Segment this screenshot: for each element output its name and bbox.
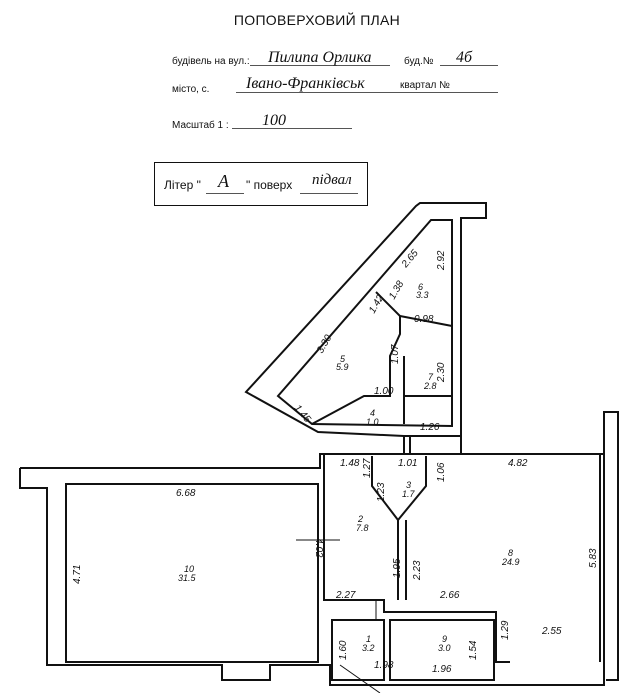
room-number: 8 — [508, 548, 513, 558]
dim-label: 2.23 — [412, 560, 423, 581]
scale-label: Масштаб 1 : — [172, 120, 229, 131]
dim-label: 1.38 — [387, 279, 406, 302]
room-10-walls — [65, 483, 319, 663]
dim-label: 1.42 — [367, 293, 386, 316]
room-number: 7 — [428, 372, 434, 382]
stair-mark — [339, 664, 381, 693]
dim-label: 3.30 — [315, 333, 334, 356]
city-value: Івано-Франківськ — [246, 75, 365, 92]
dim-label: 1.96 — [432, 664, 452, 675]
floor-underline — [300, 192, 358, 194]
room-area: 1.0 — [366, 417, 379, 427]
litera-value: А — [218, 171, 229, 191]
city-underline — [236, 91, 498, 93]
dim-label: 1.23 — [376, 482, 387, 502]
litera-floor-label: " поверх — [246, 178, 293, 192]
dim-label: 1.26 — [420, 422, 440, 433]
dim-label: 5.83 — [588, 548, 599, 568]
scale-value: 100 — [262, 112, 286, 129]
building-label: буд.№ — [404, 56, 434, 67]
room-area: 1.7 — [402, 489, 416, 499]
room-area: 3.0 — [438, 643, 451, 653]
street-value: Пилипа Орлика — [268, 49, 372, 66]
scale-underline — [232, 127, 352, 129]
dim-label: 2.92 — [436, 250, 447, 271]
dim-label: 1.98 — [374, 660, 394, 671]
block-label: квартал № — [400, 80, 450, 91]
building-underline — [440, 64, 498, 66]
dim-label: 1.06 — [436, 462, 447, 482]
room-area: 5.9 — [336, 362, 349, 372]
dim-label: 1.00 — [374, 386, 394, 397]
room-number: 2 — [357, 514, 363, 524]
room-area: 3.2 — [362, 643, 375, 653]
dim-label: 0.98 — [414, 314, 434, 325]
floor-value: підвал — [312, 172, 352, 188]
dim-label: 2.55 — [541, 626, 562, 637]
room-number: 3 — [406, 480, 411, 490]
dim-label: 1.07 — [390, 344, 401, 364]
street-label: будівель на вул.: — [172, 56, 250, 67]
room-area: 31.5 — [178, 573, 197, 583]
litera-prefix: Літер " — [164, 178, 201, 192]
room-area: 3.3 — [416, 290, 429, 300]
lower-block-outline — [19, 411, 619, 686]
room-number: 1 — [366, 634, 371, 644]
dim-label: 6.68 — [176, 488, 196, 499]
dim-label: 4.02 — [313, 538, 324, 558]
dim-label: 1.60 — [338, 640, 349, 660]
dim-label: 1.95 — [392, 558, 403, 578]
dim-label: 1.54 — [468, 640, 479, 660]
dim-label: 2.30 — [436, 362, 447, 383]
room-number: 10 — [184, 564, 194, 574]
room-area: 24.9 — [501, 557, 520, 567]
dim-label: 2.65 — [399, 248, 421, 271]
street-underline — [250, 64, 390, 66]
page-title: ПОПОВЕРХОВИЙ ПЛАН — [233, 12, 401, 28]
triangle-wing-inner — [276, 219, 453, 428]
litera-underline — [206, 192, 244, 194]
passage-walls — [403, 436, 411, 454]
dim-label: 1.27 — [362, 458, 373, 478]
dim-label: 2.27 — [335, 590, 356, 601]
room-number: 5 — [340, 354, 346, 364]
dim-label: 4.71 — [72, 565, 83, 584]
room-number: 9 — [442, 634, 447, 644]
dim-label: 4.82 — [508, 458, 528, 469]
triangle-wing-outline — [244, 202, 487, 437]
city-label: місто, с. — [172, 84, 210, 95]
room-area: 2.8 — [423, 381, 437, 391]
litera-box — [154, 162, 368, 206]
dim-label: 1.01 — [398, 458, 417, 469]
room-number: 6 — [418, 282, 423, 292]
corridor-walls — [371, 456, 427, 600]
dim-label: 2.66 — [439, 590, 460, 601]
dim-label: 1.48 — [340, 458, 360, 469]
room-area: 7.8 — [356, 523, 369, 533]
dim-label: 1.29 — [500, 620, 511, 640]
room-number: 4 — [370, 408, 375, 418]
building-value: 4б — [456, 49, 473, 66]
triangle-partitions — [311, 291, 453, 425]
rooms-lower-walls — [323, 454, 601, 681]
